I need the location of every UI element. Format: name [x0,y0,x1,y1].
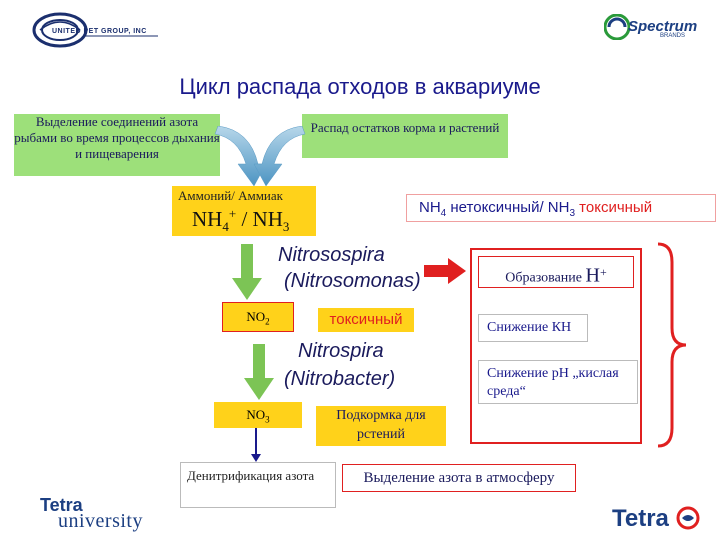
ammonium-formula: NH4+ / NH3 [192,206,290,235]
no2-box: NO2 [222,302,294,332]
spectrum-logo-icon [604,14,630,40]
down-arrow-1 [232,244,262,300]
tetra-logo-right: Tetra [612,505,669,532]
down-arrow-2 [244,344,274,400]
spectrum-brands-text: BRANDS [660,33,686,39]
tetra-fish-icon [676,506,700,530]
plant-feed-box: Подкормка для рстений [316,406,446,446]
tetra-university-logo: Tetra [40,495,83,515]
upg-logo-text: UNITED PET GROUP, INC [52,28,147,35]
decay-box: Распад остатков корма и растений [302,114,508,158]
no3-box: NO3 [214,402,302,428]
blue-down-arrow [251,428,261,462]
nitrobacter-label: (Nitrobacter) [284,368,396,390]
united-pet-group-logo [32,12,158,48]
nitrogen-release-box: Выделение азота в атмосферу [342,464,576,492]
excretion-box: Выделение соединений азота рыбами во вре… [14,114,220,176]
ph-drop-box: Снижение рН „кислая среда“ [478,360,638,404]
denitrification-box: Денитрификация азота [180,462,336,508]
excretion-text: Выделение соединений азота рыбами во вре… [14,114,220,161]
converging-arrows [214,126,306,187]
h-formation-box: Образование H+ [478,256,634,288]
nitrosospira-label: Nitrosospira [278,244,385,266]
decay-text: Распад остатков корма и растений [310,120,500,135]
toxic-label: токсичный [318,308,414,332]
red-right-arrow [424,258,466,284]
nh4-nh3-toxicity: NH4 нетоксичный/ NH3 токсичный [406,194,716,222]
page-title: Цикл распада отходов в аквариуме [179,74,541,99]
ammonium-box: Аммоний/ Аммиак NH4+ / NH3 [172,186,316,236]
nitrospira-label: Nitrospira [298,340,384,362]
kh-drop-box: Снижение КН [478,314,588,342]
consequences-frame [470,248,642,444]
ammonium-label: Аммоний/ Аммиак [178,188,283,203]
right-brace [657,242,687,448]
tetra-university-sub: university [58,510,143,532]
nitrosomonas-label: (Nitrosomonas) [284,270,421,292]
spectrum-logo-text: Spectrum [628,18,698,35]
